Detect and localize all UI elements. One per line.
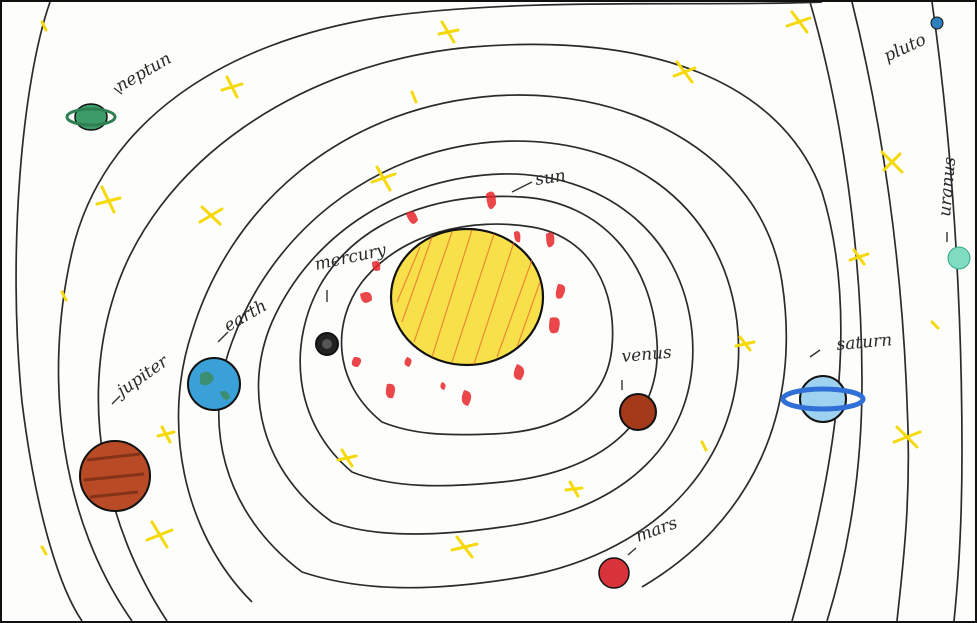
star-icon: [412, 92, 416, 102]
planet-uranus: [948, 247, 970, 269]
planet-icon: [800, 376, 846, 422]
star-icon: [452, 537, 477, 557]
star-icon: [850, 250, 868, 264]
orbit-right-inner: [810, 2, 862, 621]
star-icon: [787, 12, 810, 32]
planet-icon: [948, 247, 970, 269]
planet-earth: [188, 358, 240, 410]
star-icon: [158, 427, 174, 442]
orbit-far-right: [932, 2, 962, 621]
star-icon: [97, 187, 120, 212]
label-saturn: saturn: [836, 330, 893, 355]
star-icon: [222, 77, 242, 97]
planet-neptune: [67, 104, 115, 130]
sun-disc: [391, 229, 543, 365]
star-icon: [566, 482, 582, 496]
planet-jupiter: [80, 441, 150, 511]
star-icon: [439, 22, 458, 42]
planet-icon: [599, 558, 629, 588]
planet-icon: [931, 17, 943, 29]
planet-icon: [188, 358, 240, 410]
planet-pluto: [931, 17, 943, 29]
star-icon: [372, 167, 395, 190]
planet-venus: [620, 394, 656, 430]
planet-saturn: [783, 376, 863, 422]
orbit-outer-left: [16, 2, 82, 621]
planet-icon: [620, 394, 656, 430]
star-icon: [147, 522, 172, 547]
label-earth: earth: [221, 296, 271, 336]
star-icon: [932, 322, 938, 328]
label-sun: sun: [534, 166, 567, 190]
star-icon: [42, 547, 46, 554]
planet-mercury: [316, 333, 338, 355]
label-neptun: neptun: [113, 49, 176, 97]
planet-mars: [599, 558, 629, 588]
label-pluto: pluto: [881, 30, 930, 67]
star-icon: [338, 450, 356, 466]
star-icon: [894, 427, 920, 447]
star-icon: [702, 442, 706, 450]
star-icon: [882, 152, 902, 172]
label-uranus: uranus: [935, 156, 960, 218]
label-venus: venus: [621, 343, 673, 367]
star-icon: [200, 207, 222, 224]
